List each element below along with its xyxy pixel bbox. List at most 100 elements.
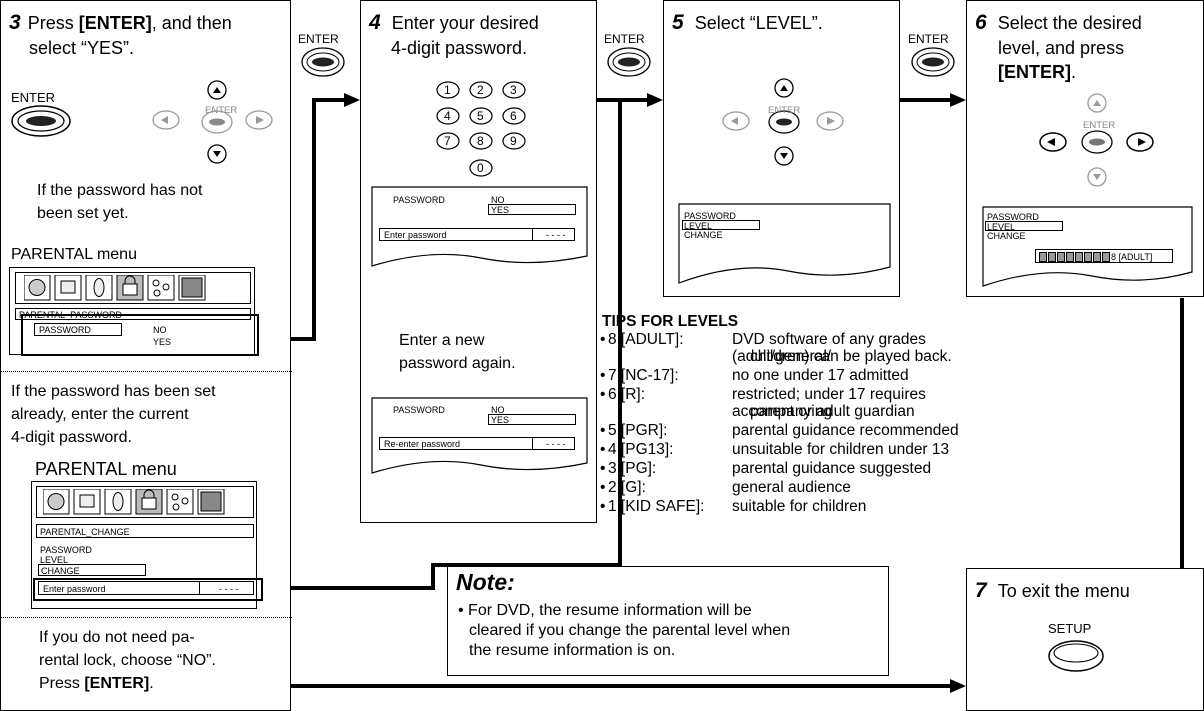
- screen2-enter-field[interactable]: Re-enter password - - - -: [379, 437, 575, 450]
- screen1-enter-field[interactable]: Enter password - - - -: [379, 228, 575, 241]
- setup-button-icon[interactable]: [1046, 637, 1108, 675]
- tip-row: •8 [ADULT]:DVD software of any grades (a…: [600, 331, 940, 365]
- menu-icon-bar: [15, 272, 251, 304]
- step6-item-password[interactable]: PASSWORD: [987, 212, 1039, 222]
- parental-password-menu: PARENTAL_PASSWORD PASSWORD NO YES: [9, 267, 255, 355]
- tip-row: •7 [NC-17]: no one under 17 admitted: [600, 367, 940, 385]
- no-need-line2: rental lock, choose “NO”.: [39, 652, 216, 669]
- tip-level-key: 3 [PG]:: [608, 460, 657, 477]
- parental-change-menu: PARENTAL_CHANGE PASSWORD LEVEL CHANGE En…: [31, 481, 257, 609]
- level-segments: [1039, 252, 1111, 262]
- level-segment: [1093, 252, 1101, 262]
- menu2-item-level[interactable]: LEVEL: [40, 555, 69, 565]
- menu2-header: PARENTAL_CHANGE: [36, 524, 254, 538]
- step4-number: 4: [369, 11, 381, 34]
- step5-pad-enter-label: ENTER: [768, 105, 801, 116]
- tip-level-desc: unsuitable for children under 13: [732, 441, 950, 458]
- enter-button-icon-4[interactable]: [909, 45, 959, 79]
- screen1-no[interactable]: NO: [491, 195, 505, 205]
- tip-level-desc: restricted; under 17 requires accompanyi…: [732, 386, 926, 420]
- enter-button-icon-2[interactable]: [299, 45, 349, 79]
- not-set-line2: been set yet.: [37, 205, 129, 222]
- level-bar[interactable]: 8 [ADULT]: [1035, 249, 1173, 263]
- key-5: 5: [477, 109, 484, 123]
- step6-line3: [ENTER].: [998, 62, 1077, 82]
- level-segment: [1057, 252, 1065, 262]
- tip-level-key: 2 [G]:: [608, 479, 646, 496]
- tips-title: TIPS FOR LEVELS: [602, 313, 739, 330]
- menu2-enter-field[interactable]: Enter password - - - -: [38, 581, 254, 595]
- tip-level-key: 7 [NC-17]:: [608, 367, 679, 384]
- key-0: 0: [477, 161, 484, 175]
- menu2-item-change[interactable]: CHANGE: [38, 564, 146, 576]
- between-enter-label-1: ENTER: [298, 32, 339, 46]
- note-box: Note: • For DVD, the resume information …: [447, 566, 889, 676]
- step6-heading: 6 Select the desired: [975, 11, 1142, 34]
- key-6: 6: [510, 109, 517, 123]
- step6-panel: 6 Select the desired level, and press [E…: [966, 0, 1204, 297]
- step4-heading: 4 Enter your desired: [369, 11, 539, 34]
- no-need-line3: Press [ENTER].: [39, 675, 154, 692]
- menu1-no[interactable]: NO: [153, 325, 167, 335]
- tip-bullet: •: [600, 441, 606, 458]
- step3-heading: 3 Press [ENTER], and then: [9, 11, 232, 34]
- tip-bullet: •: [600, 331, 606, 348]
- set-line2: already, enter the current: [11, 406, 189, 423]
- again-line2: password again.: [399, 355, 516, 372]
- note-line3: the resume information is on.: [469, 642, 676, 659]
- tip-row: •1 [KID SAFE]:suitable for children: [600, 498, 940, 516]
- tip-bullet: •: [600, 386, 606, 403]
- again-line1: Enter a new: [399, 332, 485, 349]
- screen2-yes-box[interactable]: YES: [488, 414, 576, 425]
- menu-title-2: PARENTAL menu: [35, 459, 177, 479]
- key-8: 8: [477, 134, 484, 148]
- tip-bullet: •: [600, 479, 606, 496]
- set-line3: 4-digit password.: [11, 429, 132, 446]
- tip-bullet: •: [600, 367, 606, 384]
- tip-row: •3 [PG]:parental guidance suggested: [600, 460, 940, 478]
- direction-pad-icon-6[interactable]: [1031, 91, 1171, 187]
- between-enter-label-2: ENTER: [604, 32, 645, 46]
- tip-level-desc: no one under 17 admitted: [732, 367, 909, 384]
- tip-level-desc-cont: parent or adult guardian: [750, 403, 915, 420]
- level-segment: [1075, 252, 1083, 262]
- direction-pad-icon-5[interactable]: [714, 76, 854, 168]
- step5-item-password[interactable]: PASSWORD: [684, 211, 736, 221]
- number-keypad: 1 2 3 4 5 6 7 8 9 0: [434, 80, 544, 190]
- step5-item-change[interactable]: CHANGE: [684, 230, 723, 240]
- number-keys-icon[interactable]: [434, 80, 544, 184]
- tip-row: •6 [R]:restricted; under 17 requires acc…: [600, 386, 940, 420]
- pad-enter-label: ENTER: [205, 105, 238, 116]
- enter-button-icon-3[interactable]: [605, 45, 655, 79]
- set-line1: If the password has been set: [11, 383, 216, 400]
- level-segment: [1039, 252, 1047, 262]
- menu1-highlight-frame: [21, 314, 259, 356]
- step6-number: 6: [975, 11, 987, 34]
- tip-bullet: •: [600, 460, 606, 477]
- enter-button-icon[interactable]: [9, 103, 75, 141]
- menu1-yes[interactable]: YES: [153, 337, 172, 347]
- step7-number: 7: [975, 579, 987, 602]
- menu2-tab-icons: [43, 489, 225, 515]
- menu1-password-item[interactable]: PASSWORD: [34, 323, 122, 336]
- step6-item-level[interactable]: LEVEL: [985, 221, 1063, 232]
- level-segment: [1102, 252, 1110, 262]
- tips-for-levels: TIPS FOR LEVELS •8 [ADULT]:DVD software …: [600, 313, 970, 573]
- tip-level-desc-cont: children) can be played back.: [750, 348, 952, 365]
- tip-row: •4 [PG13]:unsuitable for children under …: [600, 441, 949, 459]
- tip-level-key: 8 [ADULT]:: [608, 331, 684, 348]
- between-enter-label-3: ENTER: [908, 32, 949, 46]
- screen2-no[interactable]: NO: [491, 405, 505, 415]
- step5-item-level[interactable]: LEVEL: [682, 220, 760, 231]
- step5-heading: 5 Select “LEVEL”.: [672, 11, 823, 34]
- step6-item-change[interactable]: CHANGE: [987, 231, 1026, 241]
- menu2-item-password[interactable]: PASSWORD: [40, 545, 92, 555]
- step5-number: 5: [672, 11, 684, 34]
- screen1-yes-box[interactable]: YES: [488, 204, 576, 215]
- tip-level-key: 1 [KID SAFE]:: [608, 498, 705, 515]
- step3-panel: 3 Press [ENTER], and then select “YES”. …: [0, 0, 292, 711]
- step7-heading: 7 To exit the menu: [975, 579, 1130, 602]
- direction-pad-icon[interactable]: [137, 79, 277, 167]
- step3-line2: select “YES”.: [29, 38, 135, 58]
- note-line2: cleared if you change the parental level…: [469, 622, 791, 639]
